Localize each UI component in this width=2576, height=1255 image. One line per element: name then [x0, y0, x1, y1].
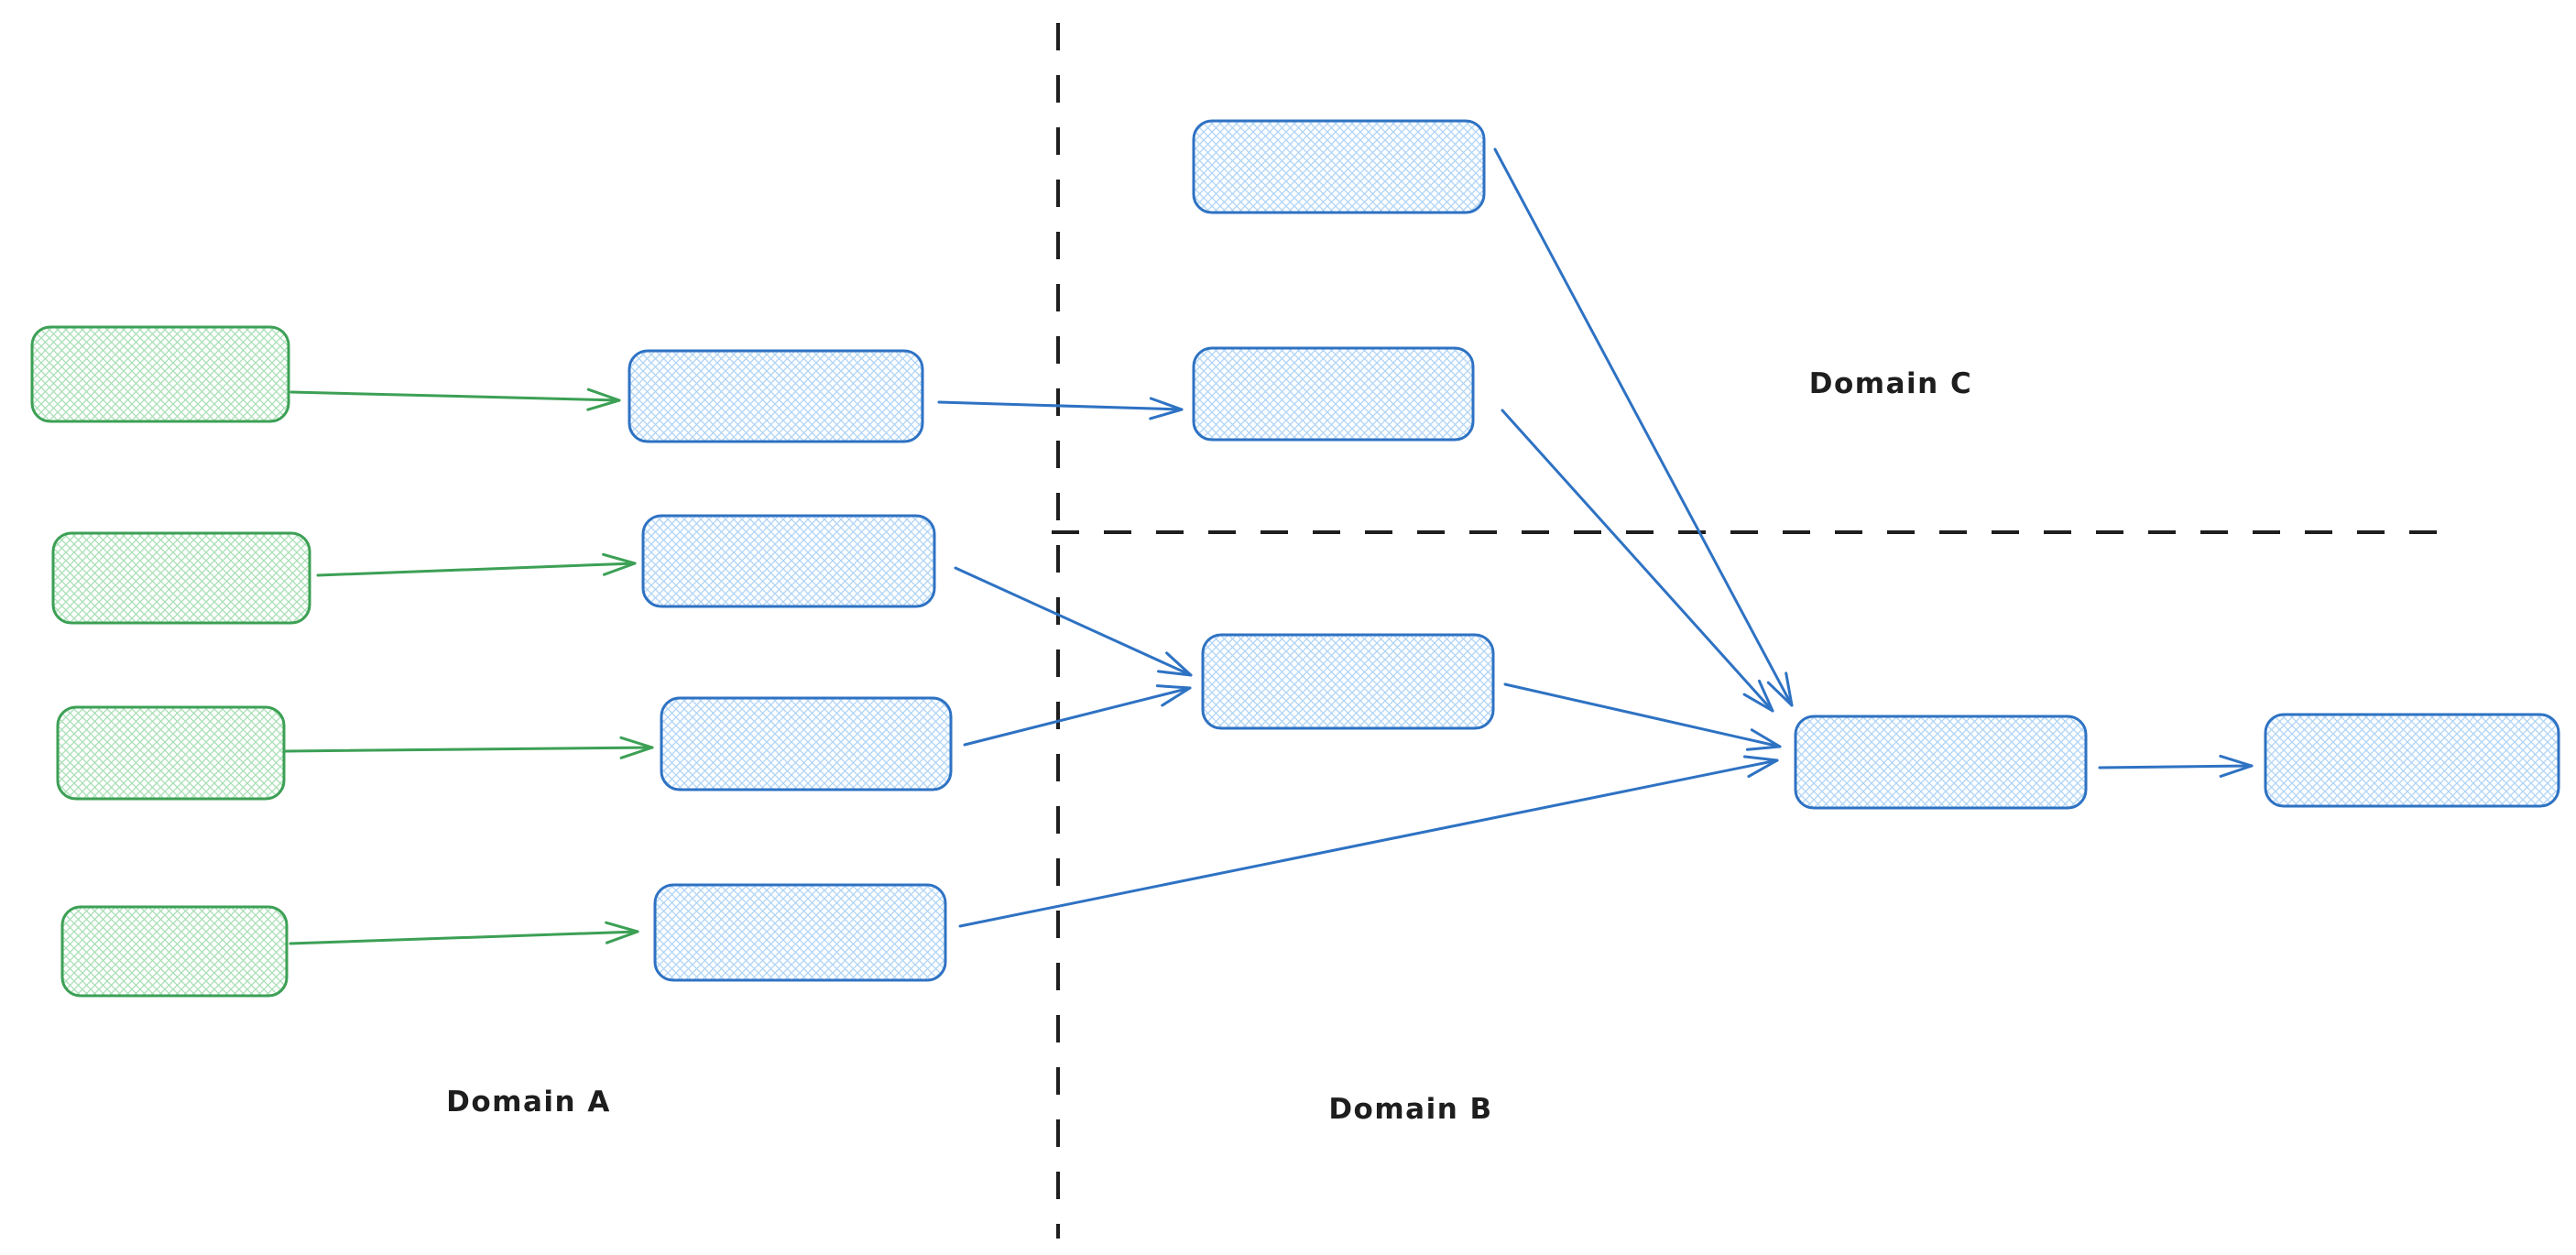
domain-b-output [2264, 713, 2560, 808]
domain-a-source-4 [60, 905, 289, 998]
domain-c-box-2 [1192, 346, 1475, 442]
arrow-process2-to-domainb1 [954, 566, 1193, 677]
domain-labels: Domain A Domain B Domain C [446, 367, 1973, 1126]
domain-b-label: Domain B [1328, 1093, 1492, 1126]
domain-a-label: Domain A [446, 1086, 611, 1119]
domain-b-aggregator [1794, 715, 2088, 810]
diagram-edges [284, 147, 2254, 945]
domain-a-source-1 [30, 325, 290, 423]
arrow-domainc2-to-aggregator [1501, 409, 1774, 713]
diagram-nodes [30, 119, 2560, 998]
arrow-aggregator-to-output [2098, 754, 2254, 778]
domain-a-source-2 [51, 531, 311, 625]
arrow-source4-to-process4 [289, 921, 639, 945]
arrow-source3-to-process3 [284, 736, 654, 759]
domain-b-box-1 [1201, 633, 1495, 730]
arrow-process4-to-aggregator [958, 755, 1779, 928]
domain-separators [1052, 23, 2448, 1239]
arrow-process3-to-domainb1 [963, 684, 1192, 747]
arrow-domainc1-to-aggregator [1493, 147, 1794, 707]
domain-a-process-1 [628, 349, 924, 443]
domain-c-label: Domain C [1809, 367, 1973, 400]
domain-a-process-3 [660, 696, 953, 791]
arrow-domainb1-to-aggregator [1503, 682, 1782, 751]
domain-c-box-1 [1192, 119, 1486, 214]
domain-a-process-2 [641, 514, 936, 608]
domain-a-source-3 [56, 705, 286, 801]
domain-a-process-4 [653, 883, 947, 982]
arrow-source2-to-process2 [316, 552, 637, 577]
arrow-source1-to-process1 [289, 387, 621, 411]
arrow-process1-to-domainc2 [937, 397, 1184, 420]
